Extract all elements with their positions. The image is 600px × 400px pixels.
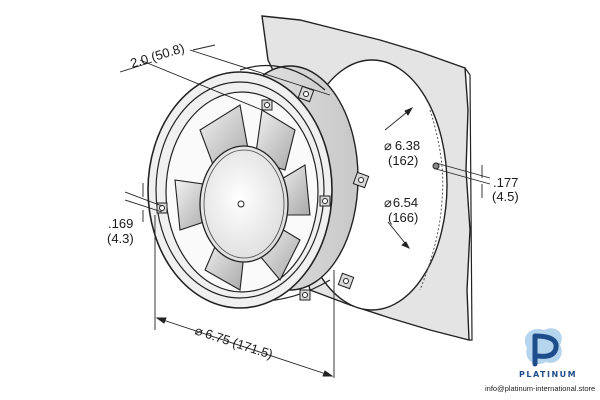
contact-email: info@platinum-international.store bbox=[485, 384, 595, 393]
mount-hole-label: .169 bbox=[108, 216, 133, 231]
panel-hole-mm: (4.5) bbox=[492, 189, 519, 204]
overall-dia-label: ⌀6.75 (171.5) bbox=[193, 323, 275, 362]
cutout-outer-dia-mm: (166) bbox=[388, 210, 418, 225]
depth-label: 2.0 (50.8) bbox=[128, 40, 186, 71]
mount-hole-mm: (4.3) bbox=[107, 231, 134, 246]
dimension-lines bbox=[119, 44, 491, 378]
platinum-logo: PLATINUM info@platinum-international.sto… bbox=[485, 328, 595, 393]
brand-name: PLATINUM bbox=[519, 370, 577, 379]
fan-hub bbox=[199, 145, 289, 263]
cutout-outer-dia-label: ⌀6.54 bbox=[384, 195, 418, 210]
cutout-inner-dia-label: ⌀6.38 bbox=[384, 138, 420, 153]
panel-hole-label: .177 bbox=[493, 175, 518, 190]
mounting-lugs bbox=[156, 85, 370, 301]
cutout-inner-dia-mm: (162) bbox=[388, 153, 418, 168]
